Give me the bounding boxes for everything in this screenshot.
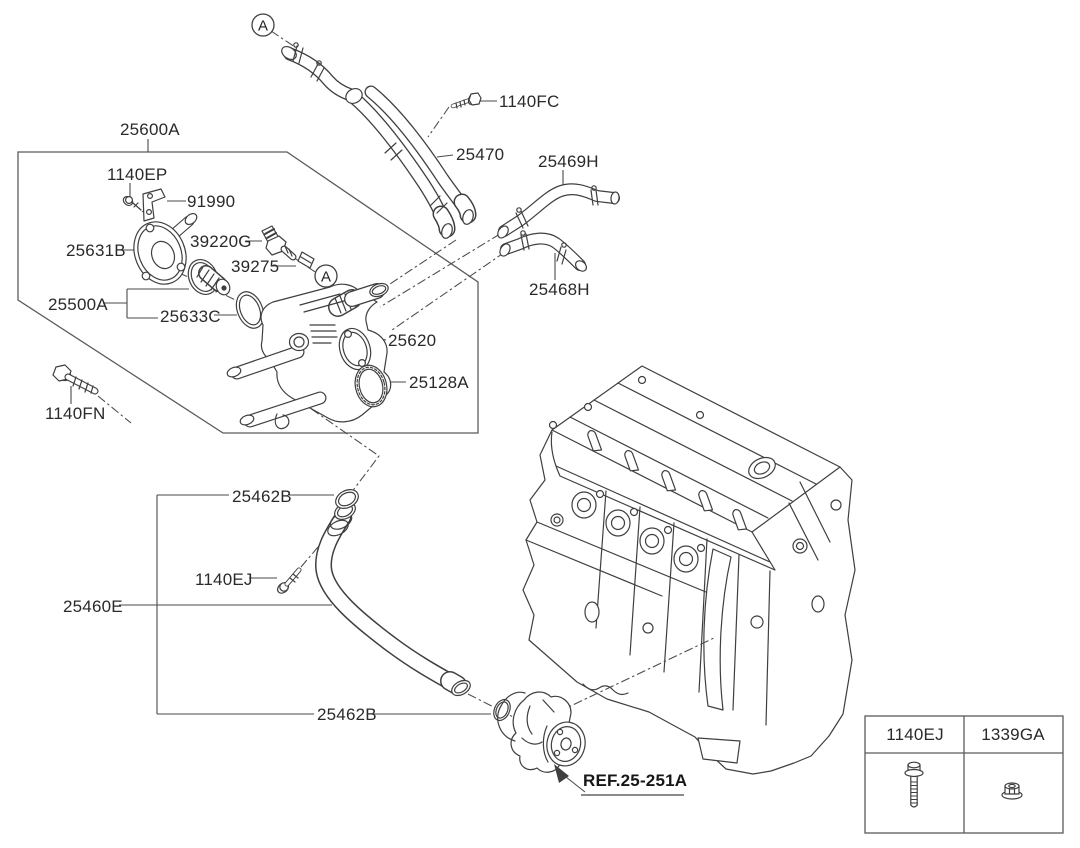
- pump-mount-axis-line: [557, 636, 717, 713]
- part-label-91990: 91990: [187, 192, 236, 211]
- part-label-25462B-bottom: 25462B: [317, 705, 377, 724]
- table-header-1140EJ: 1140EJ: [886, 725, 944, 744]
- part-label-1140EP: 1140EP: [107, 165, 168, 184]
- upper-coolant-pipe-art: [281, 42, 477, 239]
- part-label-1140FC: 1140FC: [499, 92, 560, 111]
- part-label-25128A: 25128A: [409, 373, 469, 392]
- flange-bolt-icon: [904, 761, 924, 808]
- svg-text:A: A: [258, 18, 268, 35]
- housing-gasket-art: [354, 364, 388, 408]
- part-label-25631B: 25631B: [66, 241, 126, 260]
- inlet-fitting-art: [133, 212, 198, 285]
- engine-block-art: [522, 365, 856, 775]
- part-label-25600A: 25600A: [120, 120, 180, 139]
- bolt-1140fn-art: [52, 364, 99, 395]
- part-label-25462B-top: 25462B: [232, 487, 292, 506]
- thermostat-art: [187, 258, 231, 296]
- part-label-39275: 39275: [231, 257, 280, 276]
- table-header-1339GA: 1339GA: [981, 725, 1045, 744]
- fastener-table: [864, 715, 1064, 834]
- part-label-25470: 25470: [456, 145, 505, 164]
- part-label-39220G: 39220G: [190, 232, 252, 251]
- bracket-91990-art: [142, 188, 166, 222]
- bolt-1140ep-art: [122, 195, 142, 211]
- part-label-ref-25-251A: REF.25-251A: [583, 771, 688, 790]
- oring-top-art: [335, 489, 359, 509]
- heater-hose-lower-art: [499, 230, 588, 272]
- temp-sensor-art: [261, 225, 297, 261]
- svg-text:A: A: [321, 269, 331, 286]
- callout-a-middle: A: [314, 264, 338, 288]
- part-label-25468H: 25468H: [529, 280, 590, 299]
- part-label-25469H: 25469H: [538, 152, 599, 171]
- part-label-25633C: 25633C: [160, 307, 221, 326]
- callout-a-top: A: [251, 13, 275, 37]
- retainer-pin-art: [297, 251, 315, 269]
- part-label-25500A: 25500A: [48, 295, 108, 314]
- oring-bottom-art: [493, 698, 511, 722]
- part-label-1140EJ: 1140EJ: [195, 570, 253, 589]
- heater-hose-upper-art: [497, 183, 620, 239]
- lower-coolant-pipe-art: [315, 502, 471, 697]
- water-pump-art: [497, 691, 586, 773]
- assembly-boundary-box: [17, 151, 479, 434]
- ref-callout-arrow: [554, 764, 684, 796]
- thermostat-oring-art: [235, 291, 265, 329]
- part-label-25460E: 25460E: [63, 597, 123, 616]
- part-label-1140FN: 1140FN: [45, 404, 106, 423]
- part-label-25620: 25620: [388, 331, 437, 350]
- bolt-1140fc-art: [450, 92, 482, 109]
- bolt-1140ej-art: [276, 567, 302, 594]
- flange-nut-icon: [1001, 782, 1023, 800]
